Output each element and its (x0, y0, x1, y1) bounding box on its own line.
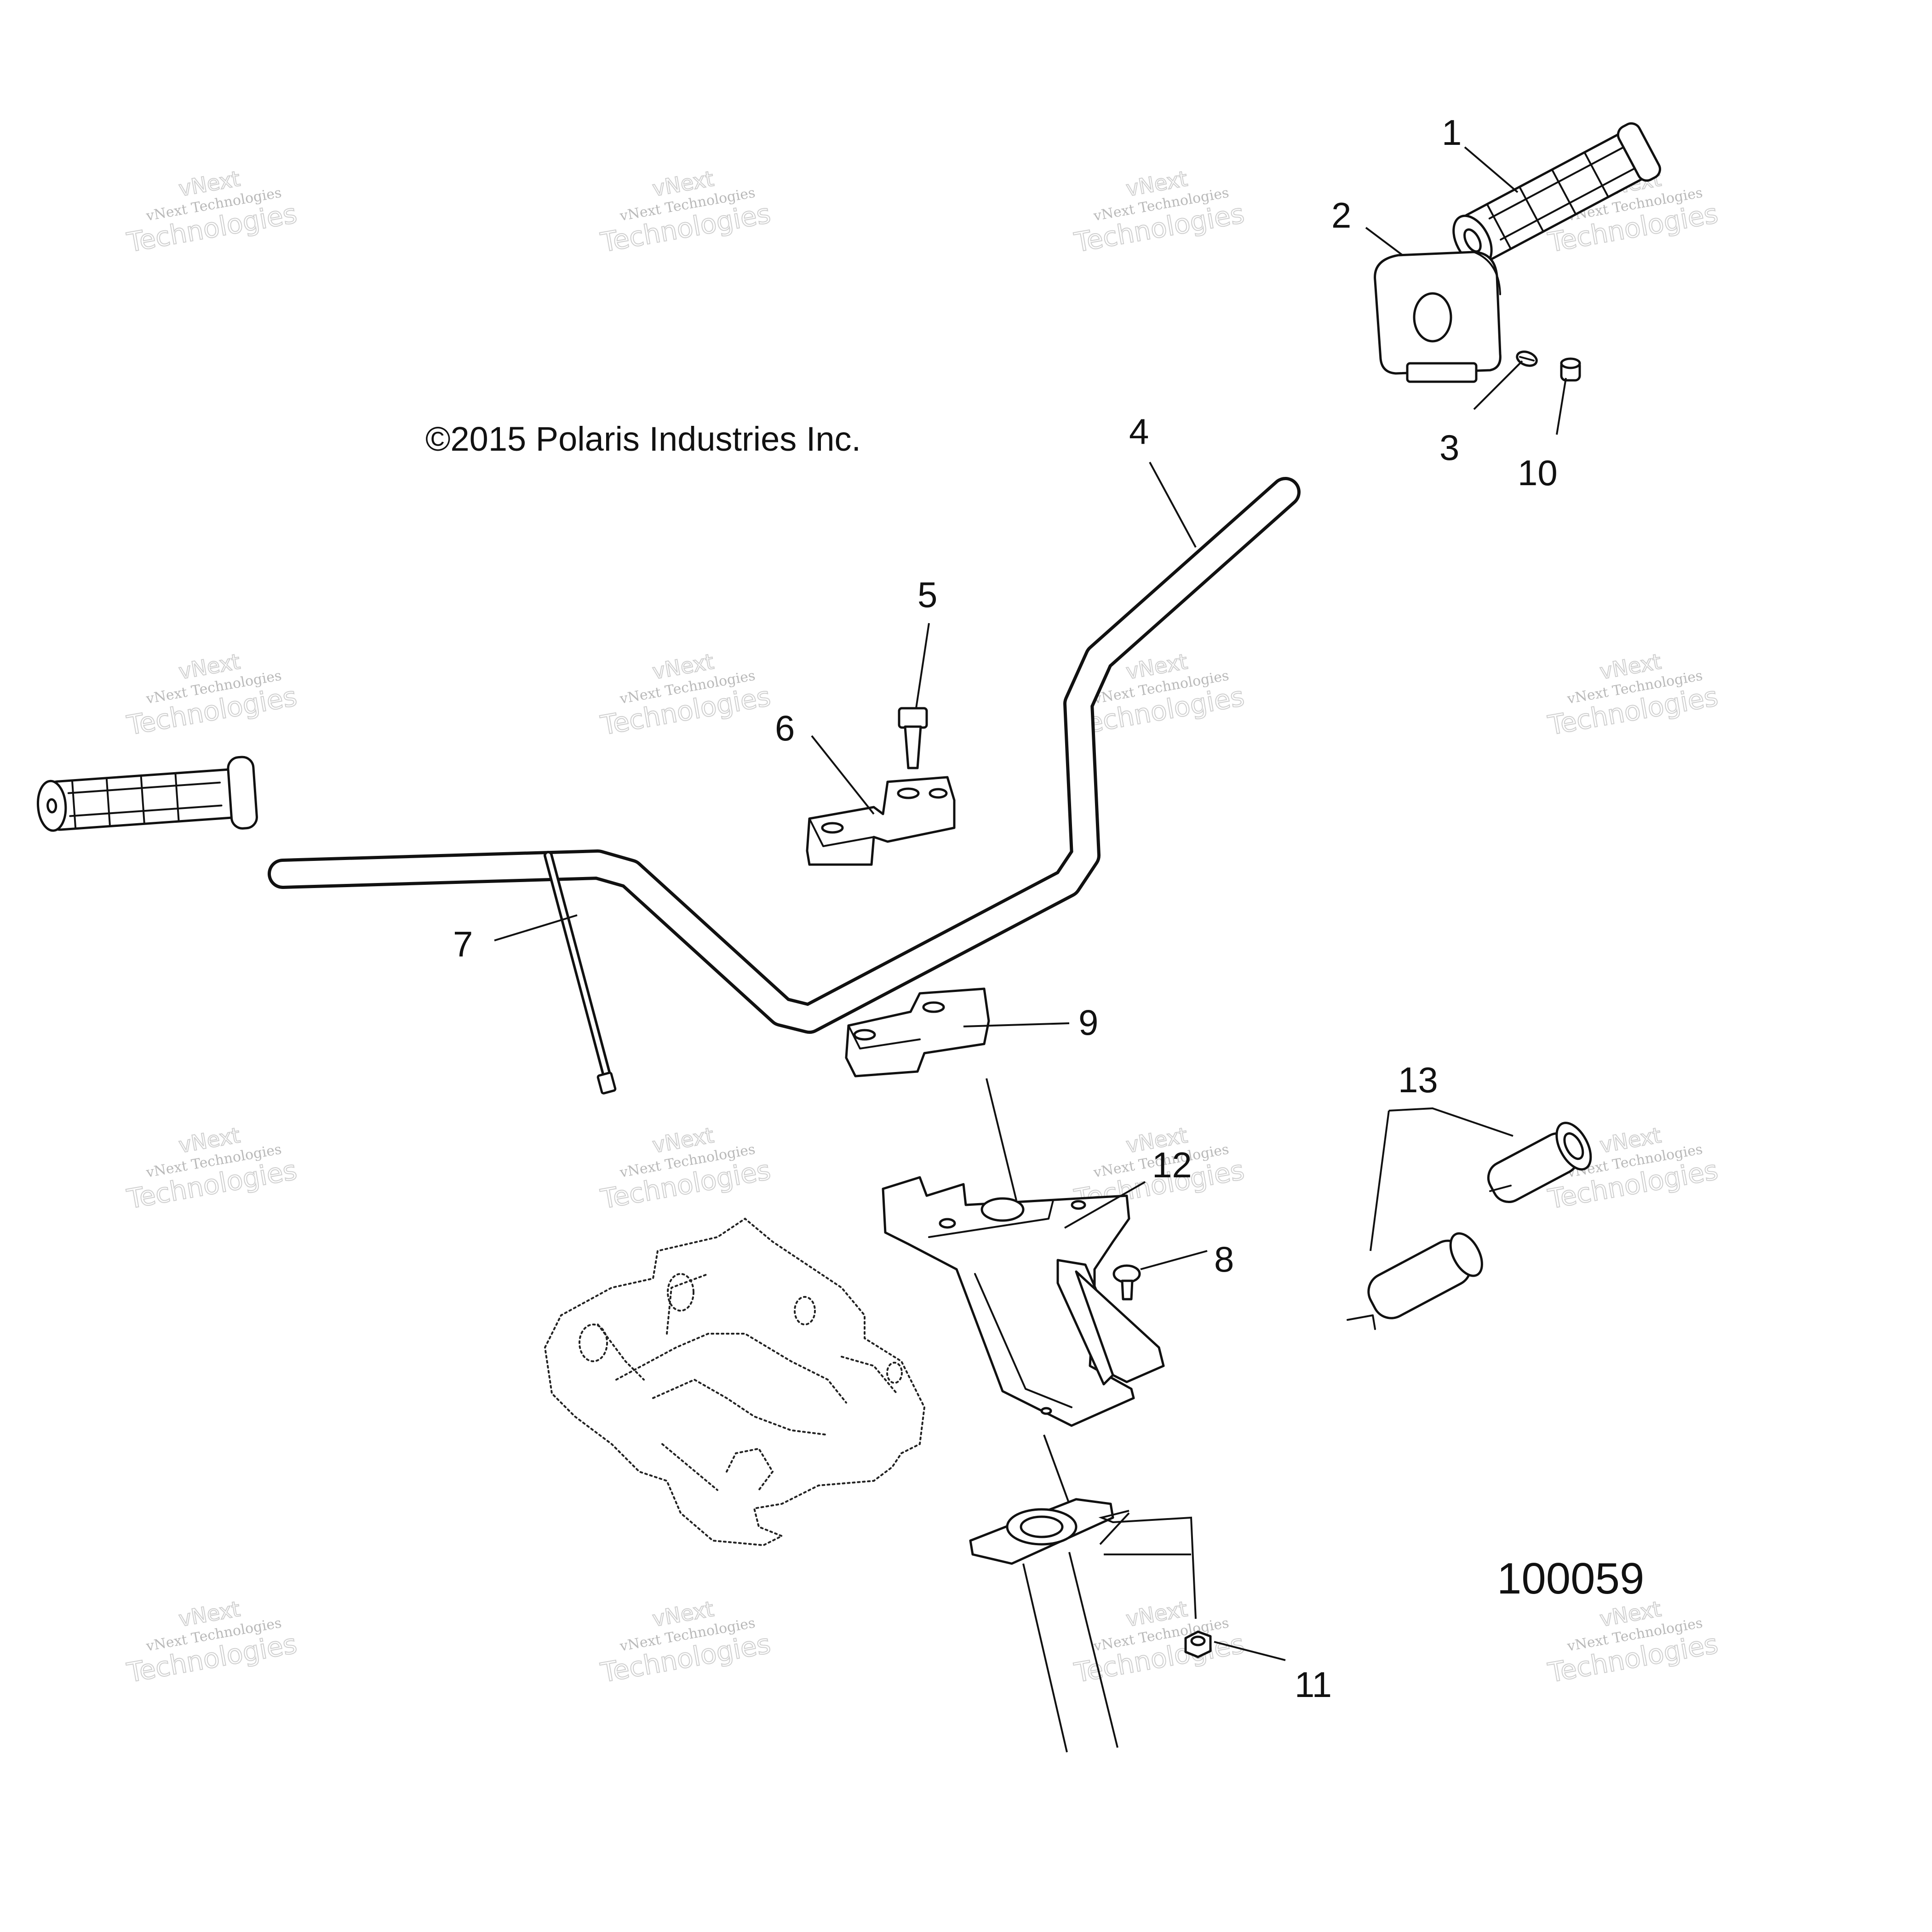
screw-8 (1112, 1264, 1141, 1301)
callout-1: 1 (1442, 112, 1462, 153)
plug-10 (1560, 357, 1581, 382)
throttle-housing (1374, 251, 1502, 383)
left-grip (37, 756, 258, 832)
switch-13 (1347, 1122, 1592, 1330)
steering-post (969, 1078, 1130, 1753)
bolt-5 (898, 707, 928, 769)
upper-clamp-6 (806, 776, 956, 866)
copyright-text: ©2015 Polaris Industries Inc. (425, 420, 861, 458)
callout-9: 9 (1078, 1002, 1098, 1043)
callout-11: 11 (1295, 1664, 1332, 1705)
callout-8: 8 (1214, 1239, 1234, 1279)
callout-13: 13 (1398, 1060, 1438, 1100)
leader-lines (494, 146, 1567, 1661)
figure-number: 100059 (1497, 1554, 1644, 1603)
callout-labels: 1 2 3 4 5 6 7 8 9 10 11 12 13 (453, 112, 1558, 1705)
callout-3: 3 (1439, 427, 1459, 468)
callout-12: 12 (1152, 1145, 1192, 1185)
handlebar (268, 477, 1301, 1034)
bracket-12 (882, 1176, 1165, 1427)
callout-10: 10 (1518, 453, 1558, 493)
callout-7: 7 (453, 924, 473, 964)
nut-11 (1184, 1630, 1212, 1658)
lower-clamp-9 (845, 987, 990, 1078)
callout-4: 4 (1129, 411, 1149, 452)
callout-6: 6 (775, 708, 795, 748)
cable-tie-7 (544, 851, 617, 1095)
front-cab-outline (544, 1217, 926, 1547)
callout-5: 5 (917, 574, 937, 615)
callout-2: 2 (1331, 195, 1351, 235)
